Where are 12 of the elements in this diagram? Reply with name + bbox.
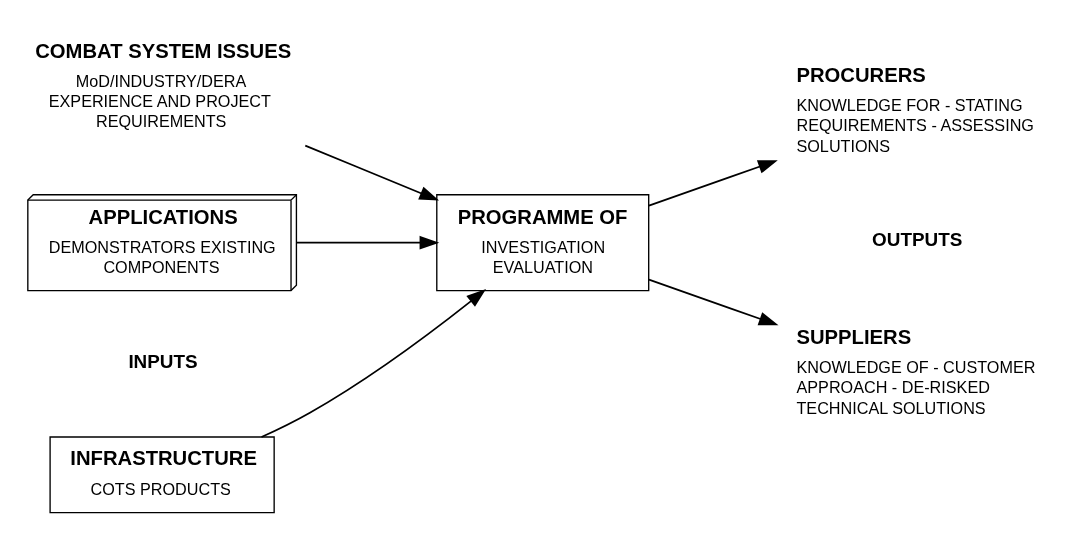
arrow <box>260 289 487 438</box>
node-text: SUPPLIERS KNOWLEDGE OF - CUSTOMER APPROACH - DE-RISKED TECHNICAL SOLUTIONS <box>796 325 1036 417</box>
label: INPUTS <box>128 350 198 372</box>
label: OUTPUTS <box>872 229 963 251</box>
node-box: INFRASTRUCTURE COTS PRODUCTS <box>49 436 275 514</box>
arrow <box>304 144 440 201</box>
node-text: COMBAT SYSTEM ISSUES MoD/INDUSTRY/DERA EXPERIENCE AND PROJECT REQUIREMENTS <box>35 39 292 131</box>
arrow <box>295 235 440 250</box>
node-text: PROCURERS KNOWLEDGE FOR - STATING REQUIREMENTS - ASSESSING SOLUTIONS <box>796 64 1034 155</box>
arrow <box>648 278 779 326</box>
node-box: PROGRAMME OF INVESTIGATION EVALUATION <box>436 194 650 292</box>
arrow <box>648 160 778 207</box>
